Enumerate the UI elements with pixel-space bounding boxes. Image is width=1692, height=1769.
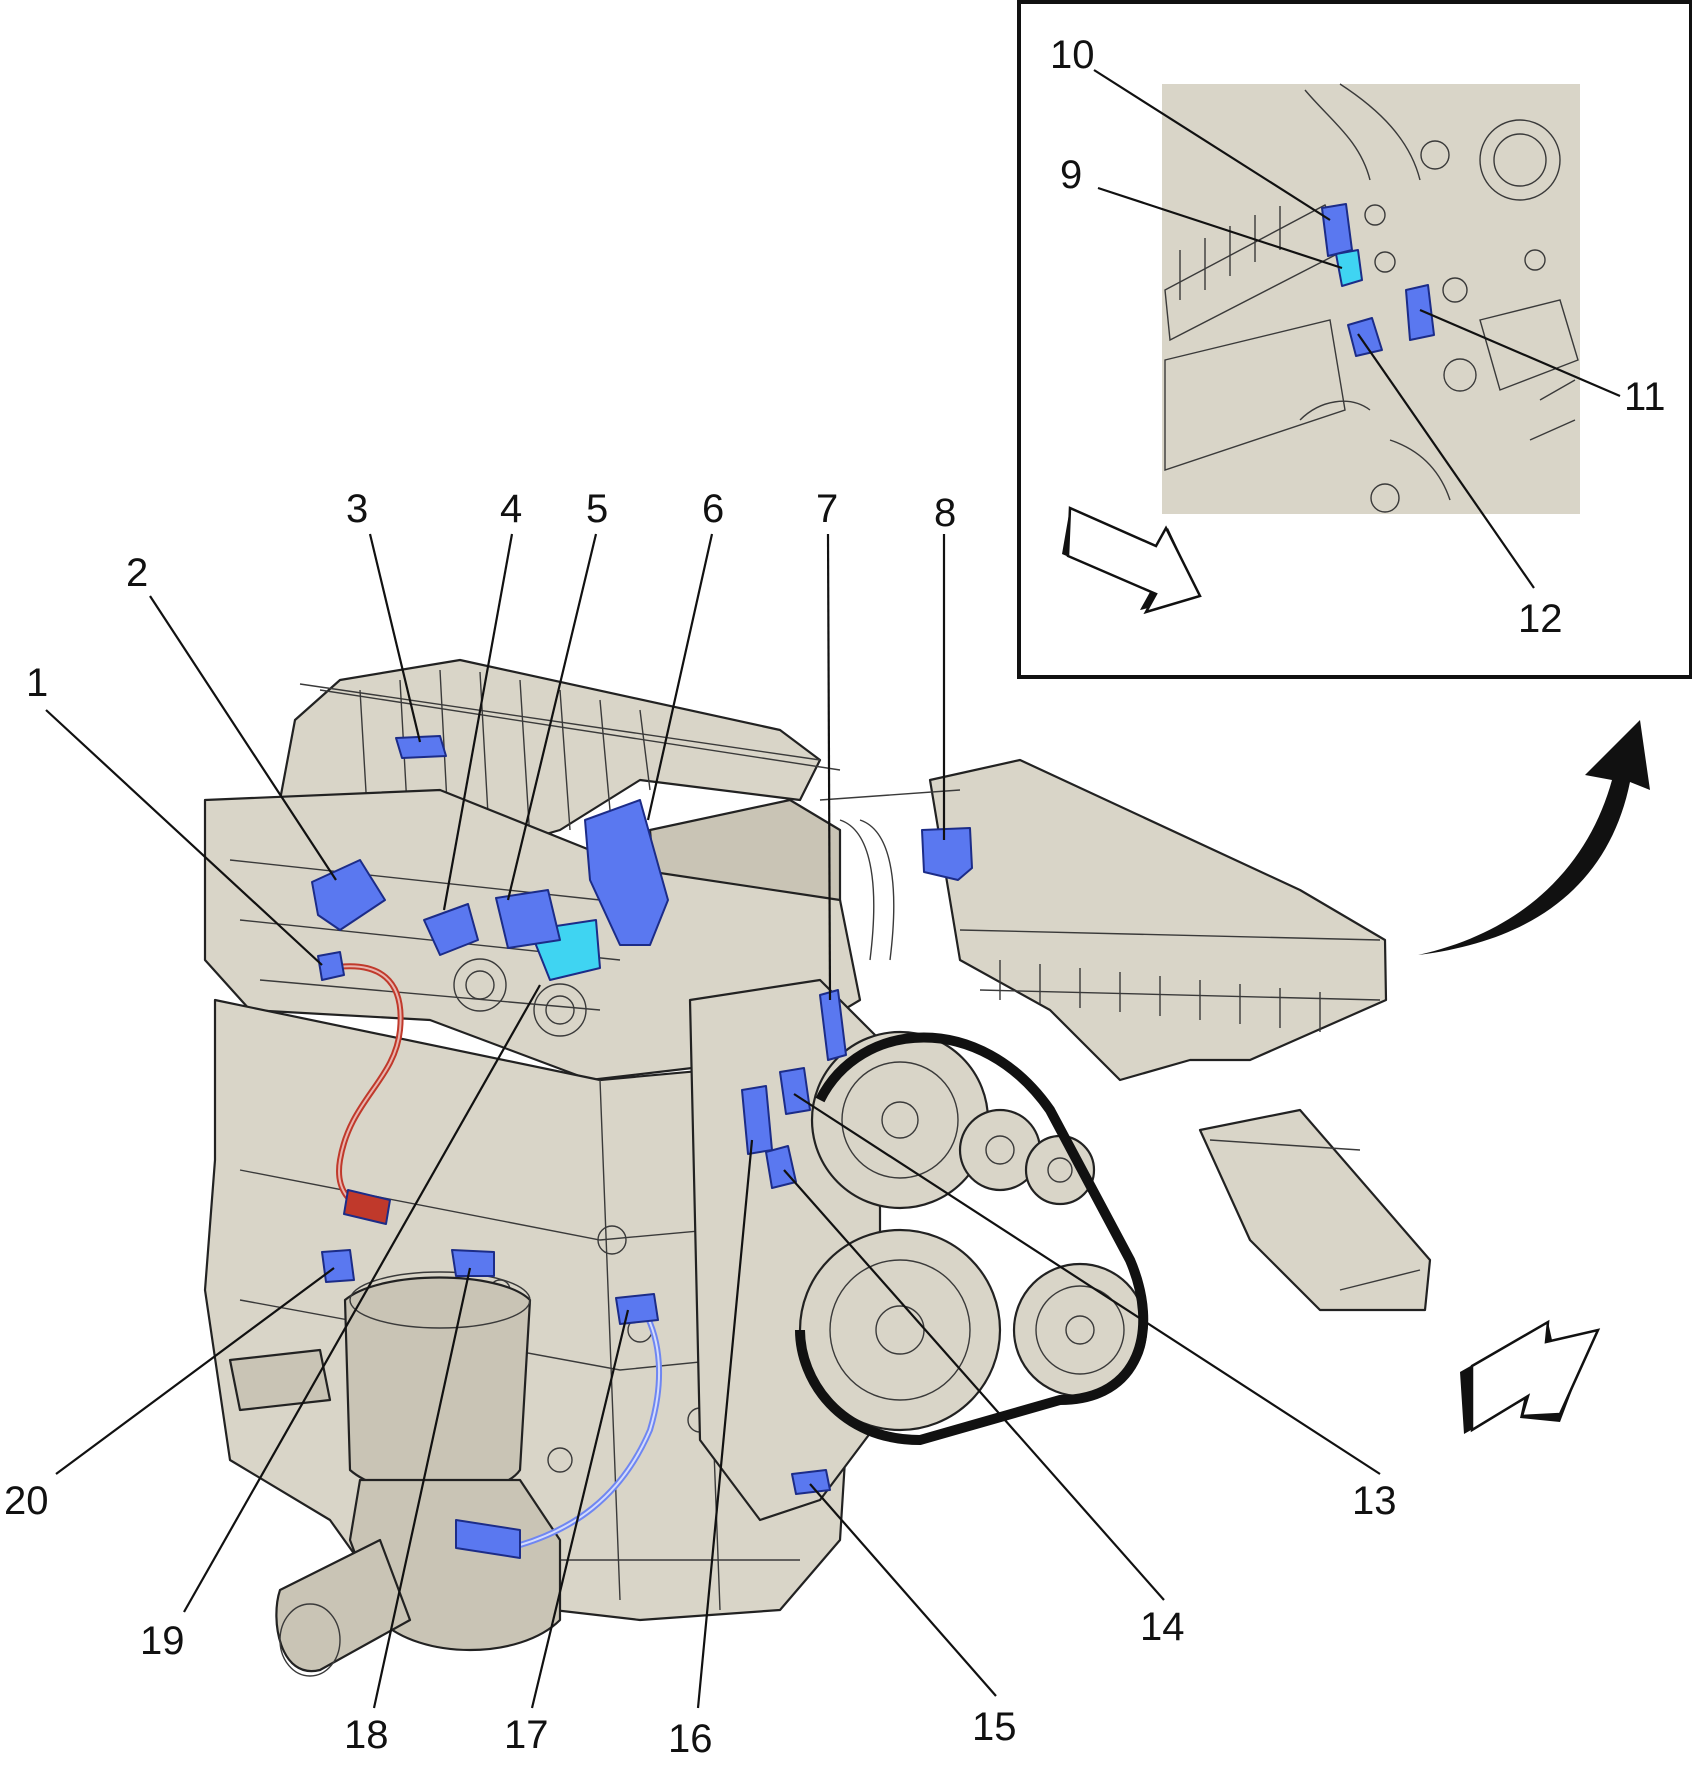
- callout-10: 10: [1050, 33, 1095, 77]
- inset-sensor-12: [1347, 317, 1383, 357]
- callout-19: 19: [140, 1619, 185, 1663]
- leader-4: [442, 533, 514, 911]
- leader-20: [55, 1267, 335, 1475]
- callout-numbers: 1 2 3 4 5 6 7 8 9 10 11 12 13 14 15 16 1…: [4, 33, 1666, 1761]
- highlighted-sensors: [311, 735, 973, 1559]
- callout-6: 6: [702, 487, 724, 531]
- hollow-3d-arrow-down-right-icon: [1062, 506, 1202, 615]
- sensor-6: [584, 799, 669, 946]
- sensor-1: [317, 951, 345, 981]
- inset-detail-view: [1017, 0, 1692, 679]
- sensor-18: [451, 1249, 495, 1277]
- leader-13: [793, 1093, 1381, 1475]
- sensor-4: [423, 903, 479, 956]
- leader-6: [646, 533, 714, 821]
- sensor-20: [321, 1249, 355, 1283]
- callout-4: 4: [500, 487, 522, 531]
- drive-belt: [795, 1032, 1149, 1446]
- sensor-17: [615, 1293, 659, 1325]
- oxygen-sensor-wire-blue-inner: [519, 1311, 661, 1546]
- callout-5: 5: [586, 487, 608, 531]
- leader-16: [696, 1139, 754, 1709]
- callout-11: 11: [1624, 375, 1666, 419]
- inset-sensor-10: [1321, 203, 1353, 257]
- leader-15: [809, 1483, 997, 1697]
- sensor-3: [395, 735, 447, 759]
- inset-engine-illustration: [1162, 83, 1580, 514]
- idler-pulleys: [958, 1108, 1096, 1206]
- sensor-17-tip: [455, 1519, 521, 1559]
- leader-12: [1357, 333, 1535, 589]
- leader-18: [372, 1267, 472, 1709]
- leader-9: [1097, 186, 1343, 270]
- hollow-3d-arrow-right-icon: [1460, 1319, 1601, 1434]
- power-steering-pulley: [810, 1030, 990, 1210]
- leader-17: [530, 1309, 630, 1709]
- sensor-16: [741, 1085, 773, 1155]
- callout-12: 12: [1518, 597, 1563, 641]
- sensor-2: [311, 859, 386, 931]
- sensor-15: [791, 1469, 831, 1495]
- leader-14: [783, 1169, 1165, 1601]
- callout-14: 14: [1140, 1605, 1185, 1649]
- leader-5: [506, 533, 598, 901]
- leader-2: [149, 595, 337, 881]
- leader-10: [1093, 69, 1331, 221]
- oxygen-sensor-wire-red-inner: [329, 965, 402, 1211]
- callout-7: 7: [816, 487, 838, 531]
- inset-sensor-11: [1405, 284, 1435, 341]
- callout-2: 2: [126, 551, 148, 595]
- leader-19: [183, 984, 541, 1613]
- callout-16: 16: [668, 1717, 713, 1761]
- sensor-13: [779, 1067, 811, 1115]
- leader-lines: [45, 69, 1621, 1709]
- leader-3: [368, 533, 422, 743]
- leader-7: [826, 533, 832, 1001]
- leader-11: [1419, 308, 1621, 398]
- sensor-8: [921, 827, 973, 881]
- engine-illustration: [203, 658, 1432, 1677]
- callout-17: 17: [504, 1713, 549, 1757]
- callout-9: 9: [1060, 153, 1082, 197]
- callout-8: 8: [934, 491, 956, 535]
- callout-18: 18: [344, 1713, 389, 1757]
- curved-black-arrow-icon: [1418, 720, 1650, 955]
- sensor-5-body: [495, 889, 561, 949]
- callout-13: 13: [1352, 1479, 1397, 1523]
- sensor-7: [819, 989, 847, 1061]
- callout-20: 20: [4, 1479, 49, 1523]
- callout-1: 1: [26, 661, 48, 705]
- leader-1: [45, 709, 323, 966]
- callout-3: 3: [346, 487, 368, 531]
- callout-15: 15: [972, 1705, 1017, 1749]
- sensor-19-wire-end: [343, 1189, 391, 1225]
